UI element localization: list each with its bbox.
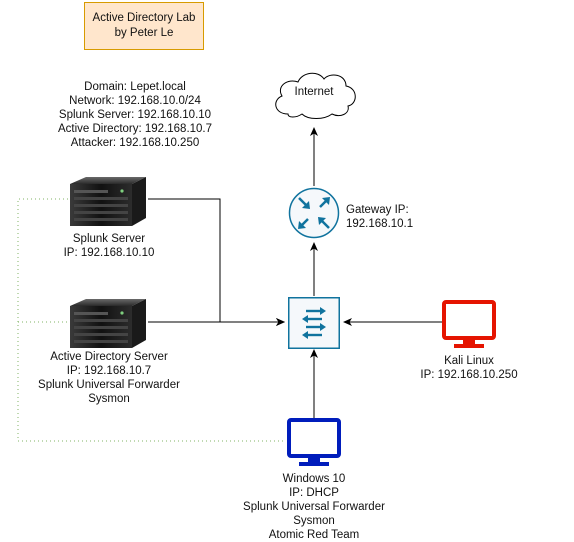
- network-info-splunk: Splunk Server: 192.168.10.10: [58, 109, 212, 121]
- network-info-domain: Domain: Lepet.local: [84, 81, 186, 93]
- ad-server-ip: IP: 192.168.10.7: [66, 365, 152, 377]
- splunk-to-switch-link: [148, 198, 285, 326]
- windows10-name: Windows 10: [282, 473, 346, 485]
- network-info: Domain: Lepet.local Network: 192.168.10.…: [50, 80, 220, 150]
- kali-label: Kali Linux IP: 192.168.10.250: [400, 354, 538, 382]
- splunk-server-ip: IP: 192.168.10.10: [63, 247, 155, 259]
- gateway-label-line-2: 192.168.10.1: [346, 218, 414, 230]
- network-info-attacker: Attacker: 192.168.10.250: [70, 137, 200, 149]
- gateway-label: Gateway IP: 192.168.10.1: [346, 203, 413, 231]
- kali-name: Kali Linux: [444, 355, 494, 367]
- server-icon: [70, 299, 146, 348]
- windows10-ip: IP: DHCP: [289, 487, 339, 499]
- splunk-server-name: Splunk Server: [72, 233, 146, 245]
- ad-server-name: Active Directory Server: [50, 351, 168, 363]
- title-line-2: by Peter Le: [114, 27, 174, 39]
- network-info-ad: Active Directory: 192.168.10.7: [57, 123, 213, 135]
- ad-server-forwarder: Splunk Universal Forwarder: [38, 379, 180, 391]
- log-forwarding-link: [17, 198, 285, 442]
- title-box: Active Directory Lab by Peter Le: [84, 2, 204, 50]
- windows10-label: Windows 10 IP: DHCP Splunk Universal For…: [232, 472, 396, 542]
- windows10-atomic: Atomic Red Team: [268, 529, 360, 541]
- ad-server-label: Active Directory Server IP: 192.168.10.7…: [28, 350, 190, 406]
- monitor-icon: [442, 300, 496, 348]
- splunk-server-label: Splunk Server IP: 192.168.10.10: [40, 232, 178, 260]
- windows10-sysmon: Sysmon: [293, 515, 335, 527]
- gateway-label-line-1: Gateway IP:: [346, 204, 409, 216]
- windows10-forwarder: Splunk Universal Forwarder: [243, 501, 385, 513]
- title-line-1: Active Directory Lab: [92, 12, 196, 24]
- network-info-network: Network: 192.168.10.0/24: [69, 95, 201, 107]
- kali-ip: IP: 192.168.10.250: [420, 369, 518, 381]
- ad-server-sysmon: Sysmon: [88, 393, 130, 405]
- internet-cloud-icon: [275, 72, 356, 119]
- switch-icon: [288, 297, 340, 349]
- server-icon: [70, 177, 146, 226]
- monitor-icon: [287, 418, 341, 466]
- internet-label: Internet: [294, 86, 334, 98]
- router-icon: [288, 187, 340, 239]
